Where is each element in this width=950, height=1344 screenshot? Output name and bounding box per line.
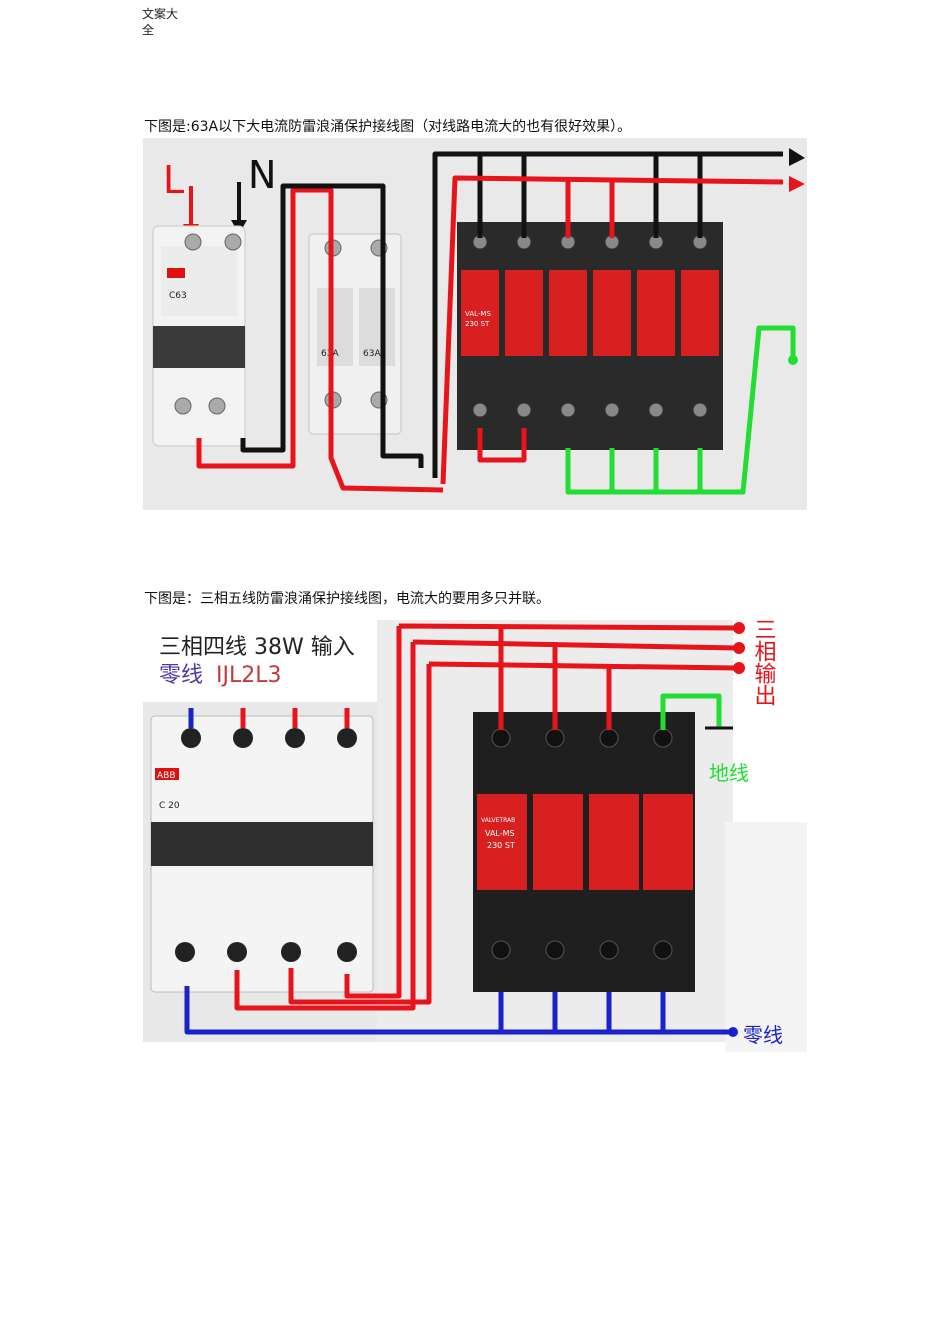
- phase-labels-title: IJL2L3: [216, 663, 281, 688]
- spd-module-row: VAL-MS 230 ST: [457, 222, 723, 450]
- breaker-model: C 20: [159, 801, 180, 811]
- four-pole-breaker: ABB C 20: [150, 715, 374, 993]
- page-header: 文案大 全: [142, 6, 188, 38]
- section1-caption: 下图是:63A以下大电流防雷浪涌保护接线图（对线路电流大的也有很好效果）。: [144, 119, 632, 135]
- fuse-rating-2: 63A: [363, 349, 381, 359]
- wiring-photo-three-phase: 三相四线 38W 输入 零线 IJL2L3 三相输出 地线 零线 ABB C 2…: [143, 612, 807, 1054]
- wiring-photo-single-phase: L N C63 63A 63A: [143, 138, 807, 510]
- spd1-model: VAL-MS: [465, 310, 491, 318]
- spd1-rating: 230 ST: [465, 320, 490, 328]
- neutral-label-title: 零线: [159, 663, 203, 688]
- label-n: N: [248, 153, 276, 197]
- spd-rating: 230 ST: [487, 841, 515, 850]
- svg-text:零线 IJL2L3: 零线 IJL2L3: [159, 663, 282, 688]
- header-line-1: 文案大: [142, 7, 179, 21]
- input-title: 三相四线 38W 输入: [159, 635, 355, 660]
- spd-module-row-3phase: VALVETRAB VAL-MS 230 ST: [473, 712, 695, 992]
- abb-brand: ABB: [157, 771, 176, 781]
- spd-model: VAL-MS: [485, 829, 515, 838]
- label-l: L: [163, 158, 184, 202]
- spd-series: VALVETRAB: [481, 817, 515, 824]
- output-label: 三相输出: [751, 618, 777, 706]
- section2-caption: 下图是：三相五线防雷浪涌保护接线图，电流大的要用多只并联。: [144, 591, 550, 607]
- header-line-2: 全: [142, 23, 155, 37]
- fuse-holders: 63A 63A: [308, 233, 402, 435]
- ground-label: 地线: [709, 761, 749, 785]
- main-breaker-rating: C63: [169, 291, 187, 301]
- main-breaker: C63: [152, 225, 246, 447]
- neutral-label: 零线: [743, 1023, 783, 1047]
